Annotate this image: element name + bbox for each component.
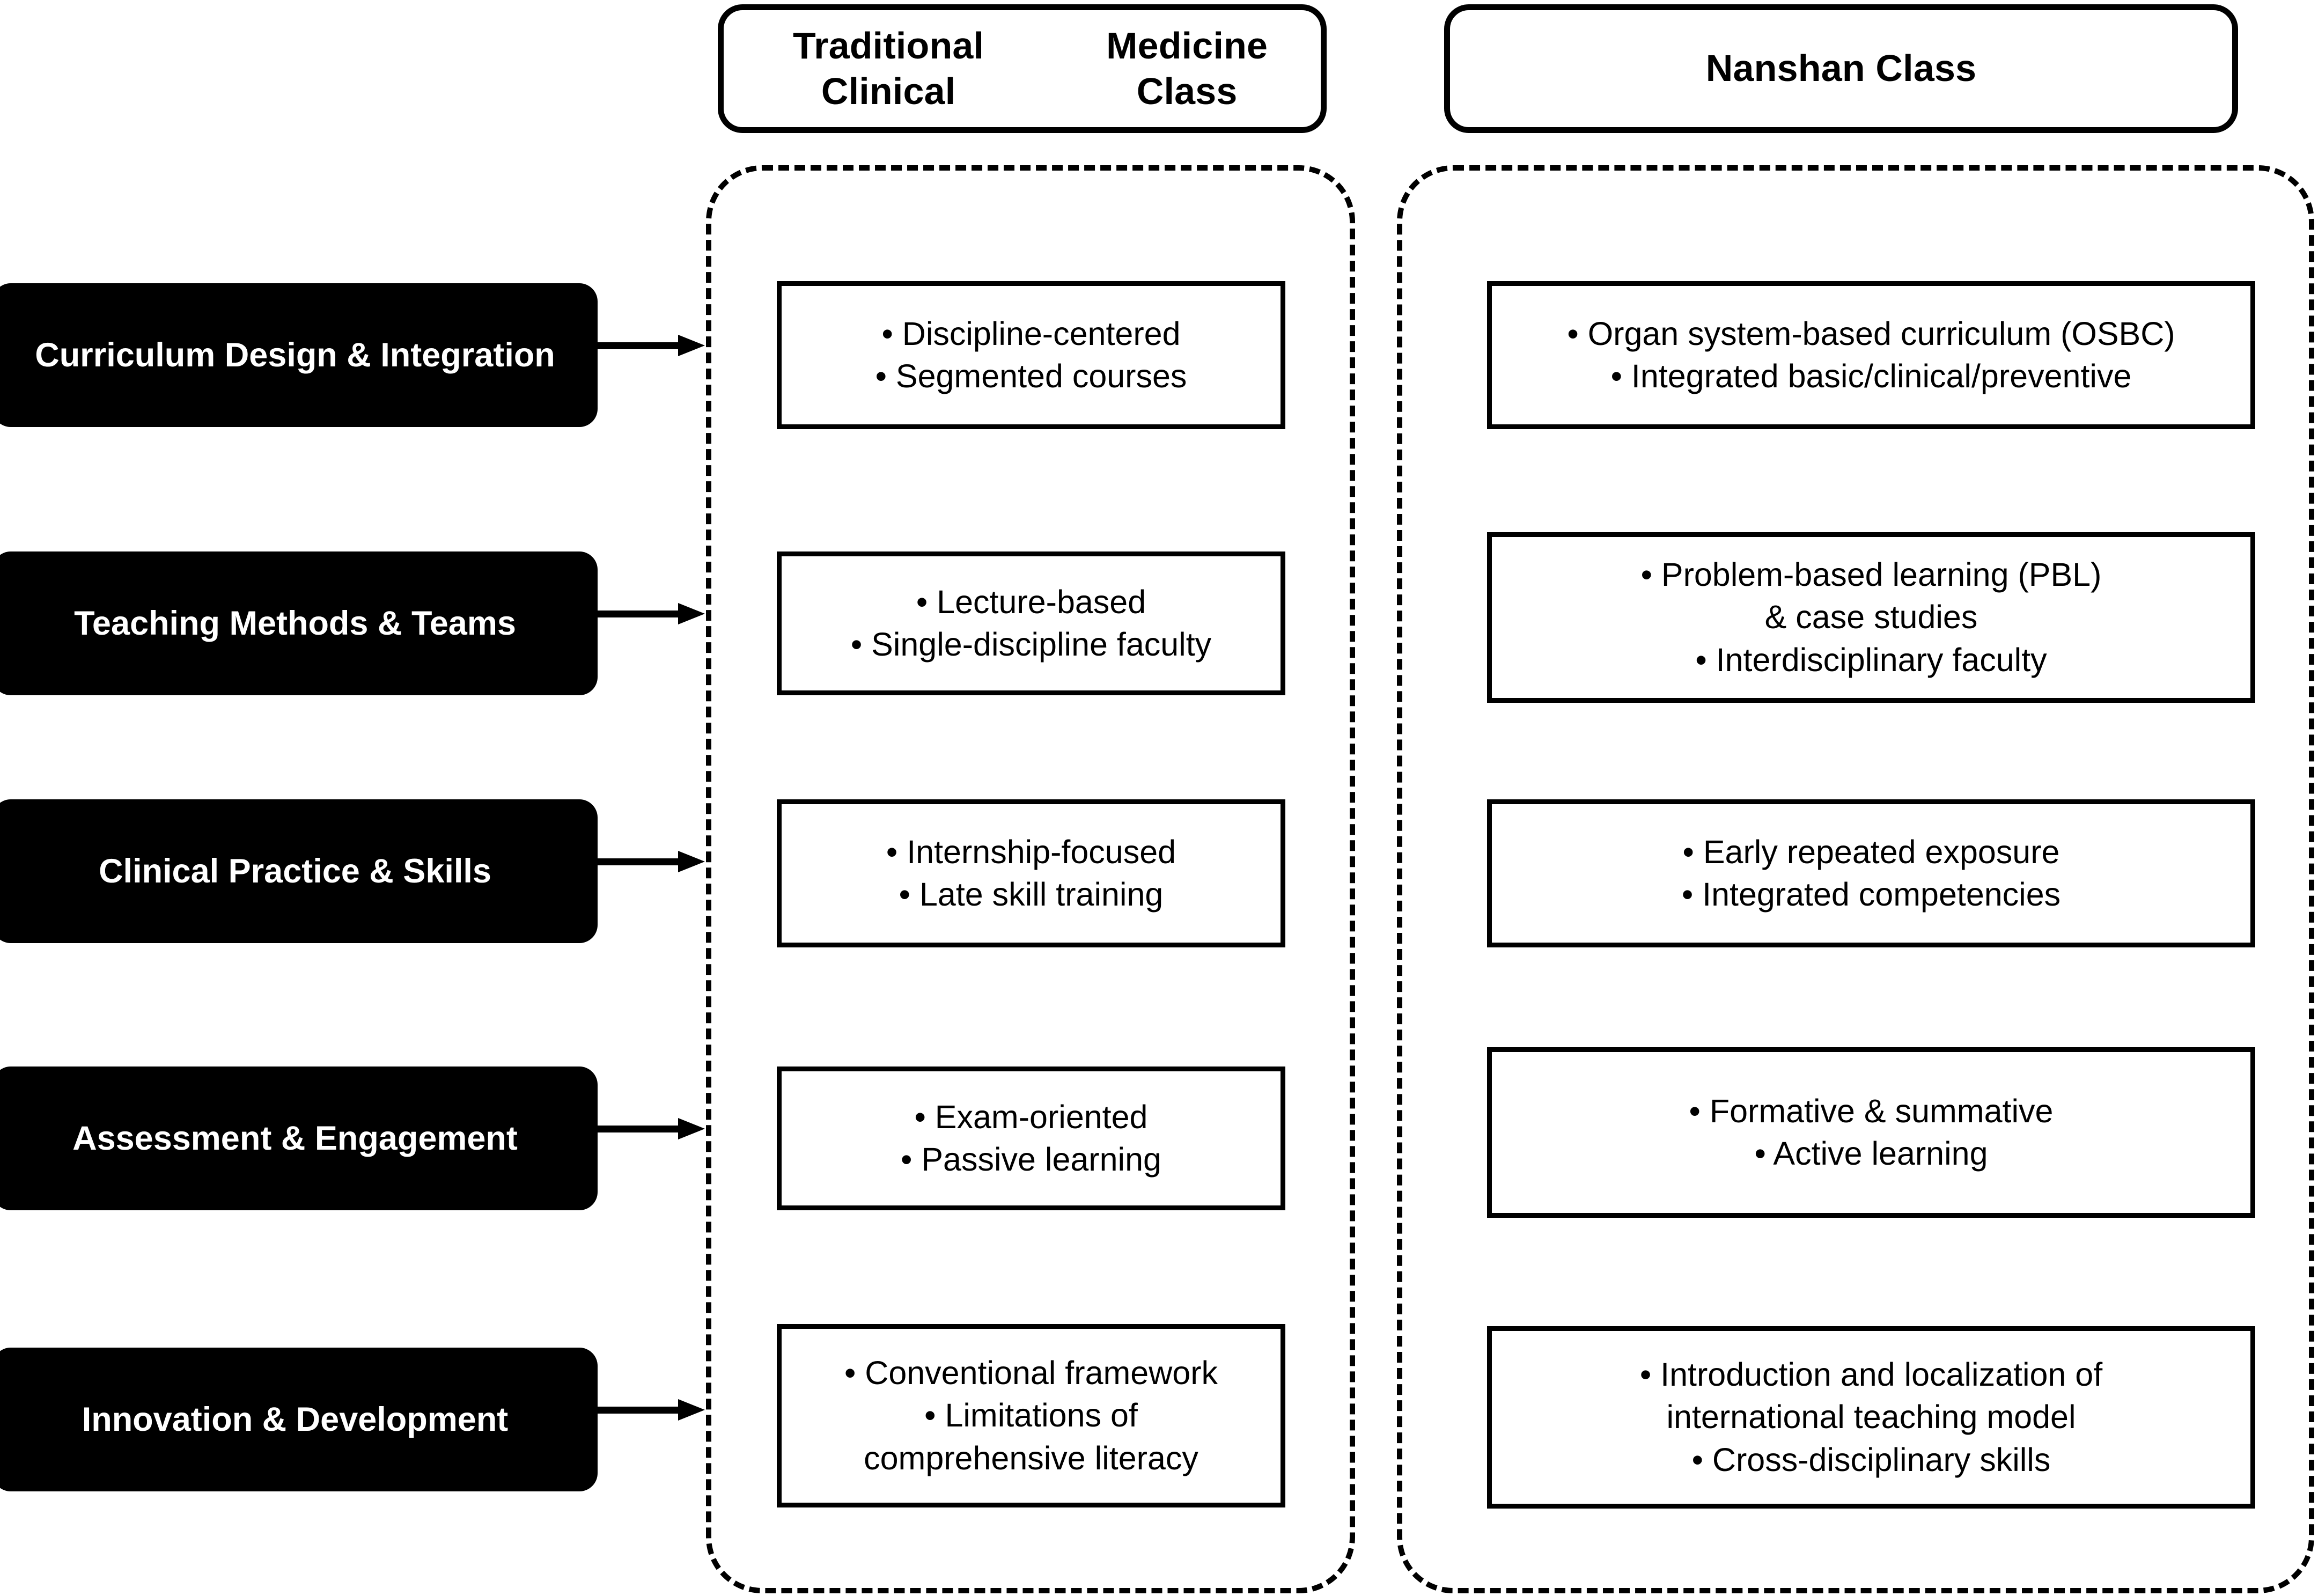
content-line: • Problem-based learning (PBL) — [1640, 556, 2102, 593]
content-line: • Limitations of — [924, 1397, 1138, 1434]
arrow-head-icon — [678, 335, 705, 356]
category-label-text: Teaching Methods & Teams — [74, 605, 516, 642]
arrow-shaft — [598, 342, 679, 349]
arrow-row-2 — [598, 603, 705, 624]
column-header-nanshan: Nanshan Class — [1444, 4, 2238, 133]
arrow-head-icon — [678, 1118, 705, 1139]
content-line: & case studies — [1764, 599, 1978, 636]
content-box-traditional-row-3: • Internship-focused • Late skill traini… — [777, 799, 1285, 947]
arrow-row-3 — [598, 851, 705, 872]
content-box-traditional-row-2: • Lecture-based • Single-discipline facu… — [777, 551, 1285, 695]
arrow-shaft — [598, 858, 679, 865]
content-line: • Conventional framework — [844, 1355, 1218, 1392]
column-header-nanshan-label: Nanshan Class — [1705, 47, 1977, 90]
content-line: • Early repeated exposure — [1682, 833, 2060, 870]
category-label-innovation-and-development[interactable]: Innovation & Development — [0, 1348, 598, 1491]
content-line: international teaching model — [1666, 1399, 2076, 1436]
content-line: • Discipline-centered — [881, 315, 1181, 352]
content-box-nanshan-row-4: • Formative & summative • Active learnin… — [1487, 1047, 2255, 1218]
arrow-row-4 — [598, 1118, 705, 1139]
arrow-head-icon — [678, 603, 705, 624]
category-label-text: Assessment & Engagement — [72, 1120, 518, 1157]
content-box-nanshan-row-5: • Introduction and localization of inter… — [1487, 1326, 2255, 1509]
content-line: • Organ system-based curriculum (OSBC) — [1567, 315, 2175, 352]
content-line: • Active learning — [1754, 1135, 1988, 1172]
category-label-text: Innovation & Development — [82, 1401, 509, 1438]
arrow-shaft — [598, 1126, 679, 1132]
arrow-row-5 — [598, 1399, 705, 1421]
column-header-traditional: Traditional Clinical Medicine Class — [718, 4, 1327, 133]
category-label-clinical-practice-and-skills[interactable]: Clinical Practice & Skills — [0, 799, 598, 943]
content-box-nanshan-row-3: • Early repeated exposure • Integrated c… — [1487, 799, 2255, 947]
category-label-text: Clinical Practice & Skills — [99, 852, 491, 890]
arrow-shaft — [598, 1407, 679, 1414]
column-header-traditional-line-2: Medicine Class — [1106, 24, 1268, 112]
content-box-traditional-row-1: • Discipline-centered • Segmented course… — [777, 281, 1285, 429]
content-line: • Segmented courses — [875, 358, 1187, 394]
content-line: • Integrated competencies — [1681, 876, 2061, 913]
content-line: • Passive learning — [901, 1141, 1161, 1178]
category-label-curriculum-design-and-integration[interactable]: Curriculum Design & Integration — [0, 283, 598, 427]
arrow-row-1 — [598, 335, 705, 356]
category-label-teaching-methods-and-teams[interactable]: Teaching Methods & Teams — [0, 551, 598, 695]
content-line: • Cross-disciplinary skills — [1691, 1441, 2051, 1478]
content-line: comprehensive literacy — [864, 1439, 1198, 1476]
content-line: • Formative & summative — [1689, 1092, 2054, 1129]
content-line: • Internship-focused — [886, 833, 1176, 870]
arrow-head-icon — [678, 851, 705, 872]
arrow-shaft — [598, 611, 679, 617]
content-line: • Single-discipline faculty — [850, 626, 1212, 663]
column-header-traditional-line-1: Traditional Clinical — [793, 24, 984, 112]
content-box-traditional-row-5: • Conventional framework • Limitations o… — [777, 1324, 1285, 1507]
arrow-head-icon — [678, 1399, 705, 1421]
content-line: • Exam-oriented — [914, 1098, 1148, 1135]
category-label-text: Curriculum Design & Integration — [35, 336, 555, 374]
content-box-traditional-row-4: • Exam-oriented • Passive learning — [777, 1067, 1285, 1210]
content-line: • Interdisciplinary faculty — [1695, 641, 2047, 678]
content-box-nanshan-row-1: • Organ system-based curriculum (OSBC) •… — [1487, 281, 2255, 429]
content-line: • Integrated basic/clinical/preventive — [1610, 358, 2132, 394]
content-line: • Lecture-based — [916, 583, 1146, 620]
group-container-nanshan — [1397, 165, 2314, 1593]
content-box-nanshan-row-2: • Problem-based learning (PBL) & case st… — [1487, 532, 2255, 703]
content-line: • Late skill training — [899, 876, 1164, 913]
content-line: • Introduction and localization of — [1639, 1356, 2103, 1393]
category-label-assessment-and-engagement[interactable]: Assessment & Engagement — [0, 1067, 598, 1210]
group-container-traditional — [706, 165, 1355, 1593]
